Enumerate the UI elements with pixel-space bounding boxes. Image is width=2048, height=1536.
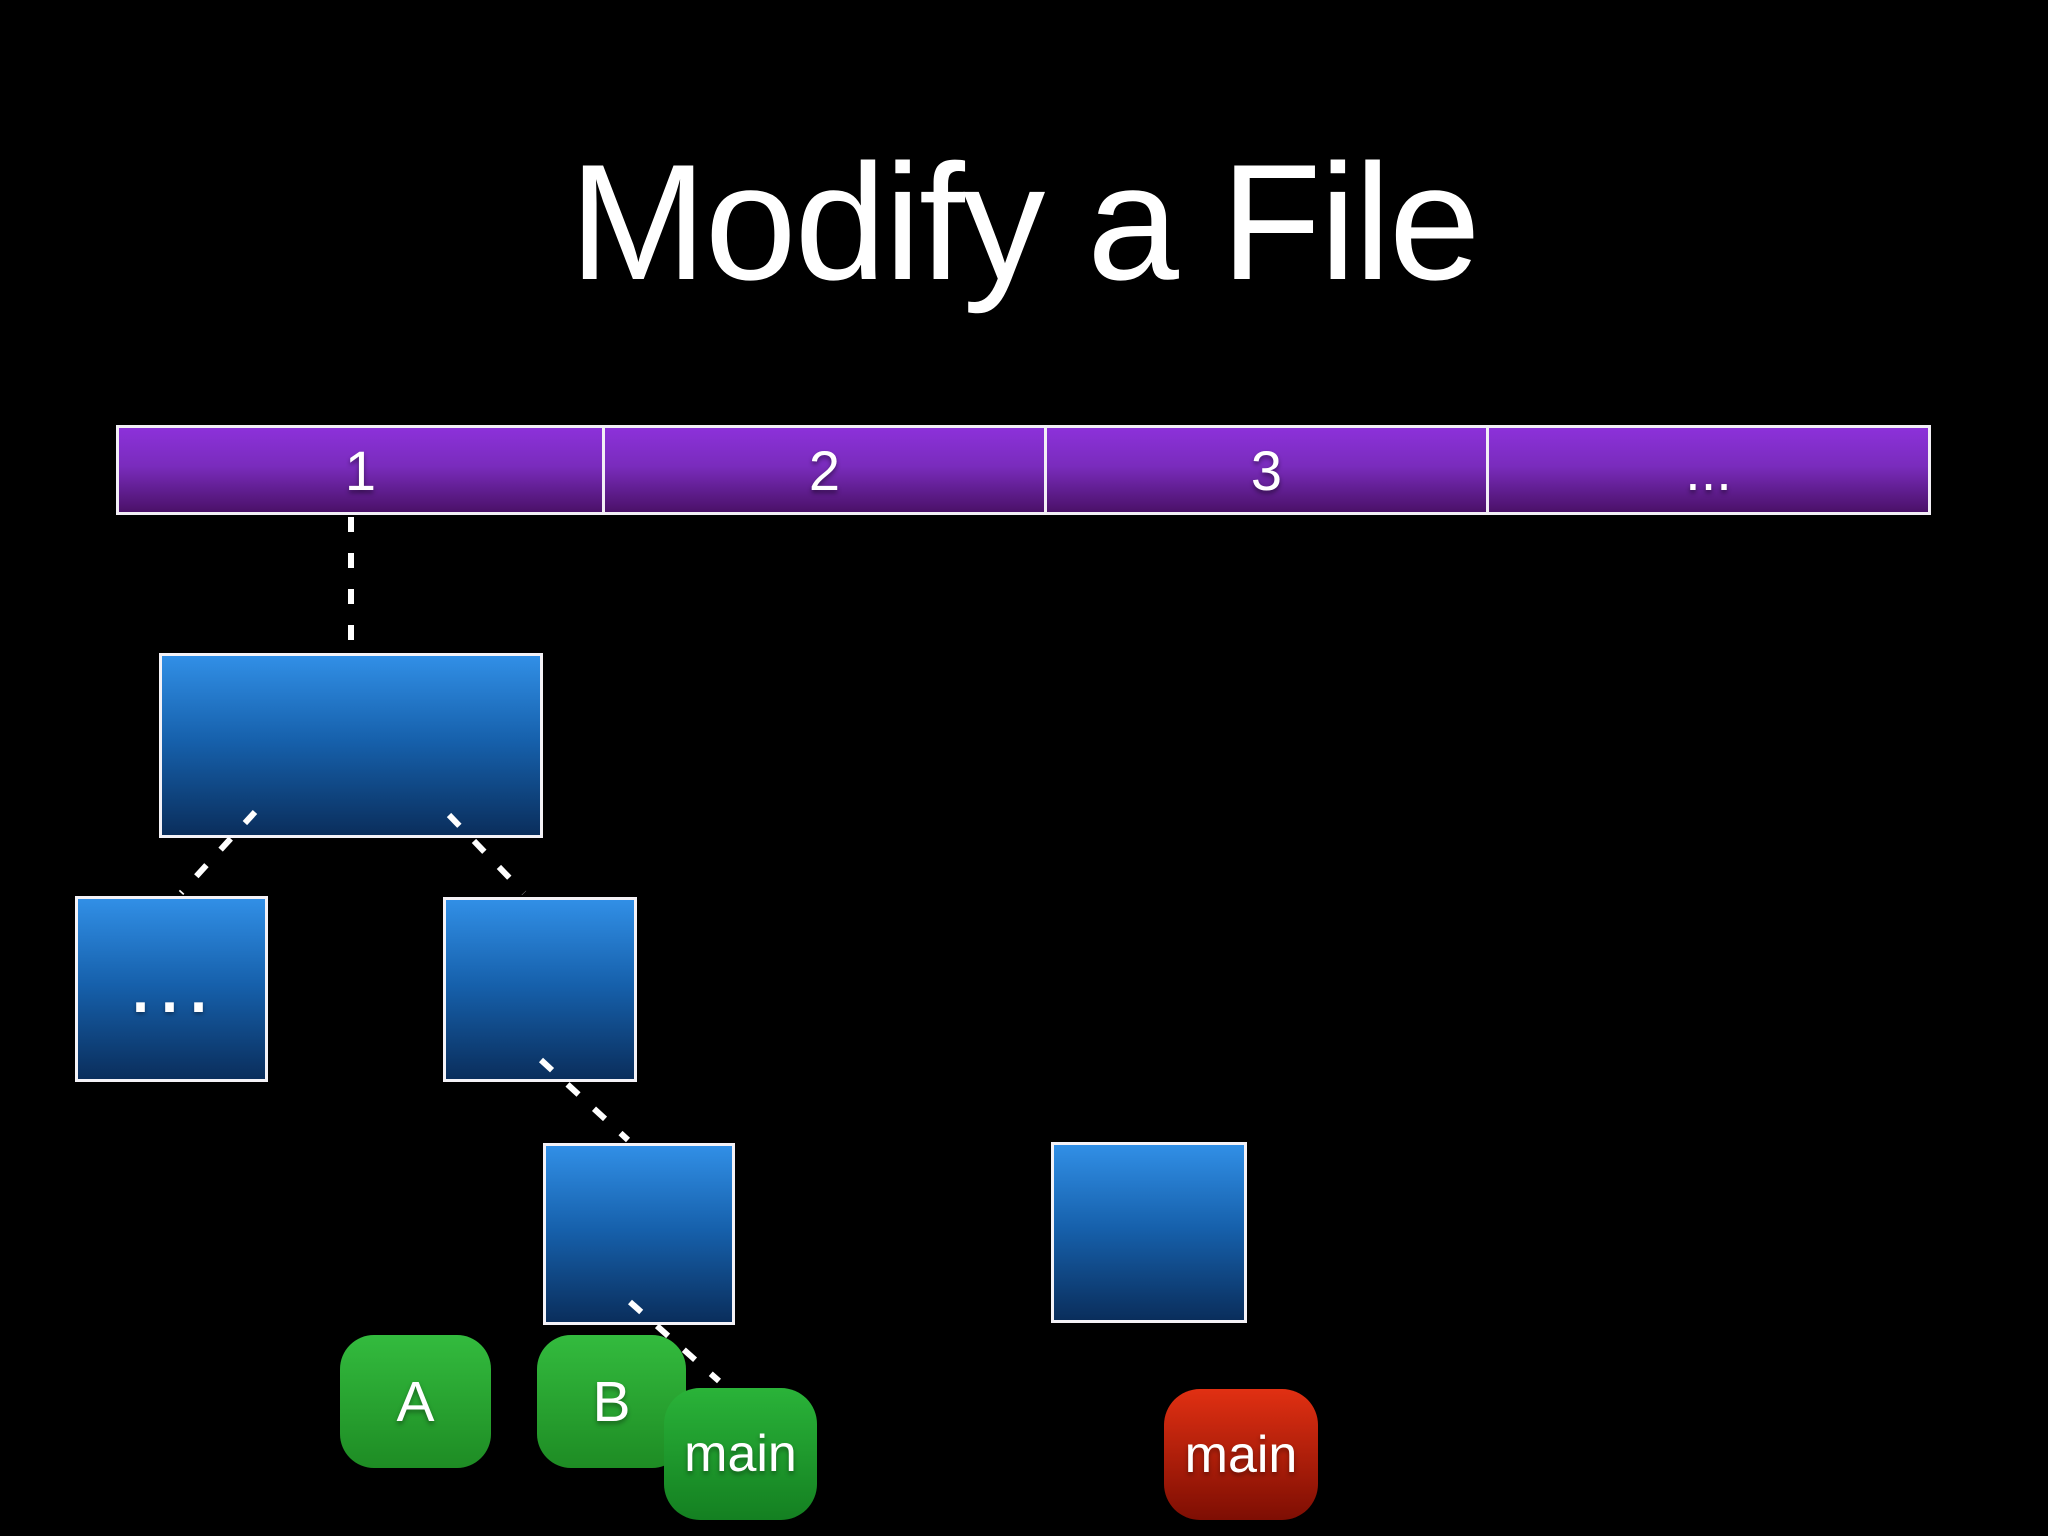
snapshot-timeline-bar: 1 2 3 ... bbox=[116, 425, 1931, 515]
tree-node-main-modified: main bbox=[1164, 1389, 1318, 1520]
timeline-segment-1: 1 bbox=[344, 438, 377, 502]
tree-app-box-right: app bbox=[1051, 1142, 1247, 1323]
tree-code-box: code bbox=[443, 897, 637, 1082]
tree-subtree-ellipsis-box: ... bbox=[75, 896, 268, 1082]
slide-title: Modify a File bbox=[569, 130, 1480, 314]
snapshot-tree-root-box: A B bbox=[159, 653, 686, 1468]
timeline-segment-ellipsis: ... bbox=[1486, 428, 1928, 512]
tree-node-main-original: main bbox=[664, 1388, 817, 1520]
tree-app-box-left: app bbox=[543, 1143, 735, 1325]
timeline-segment-2: 2 bbox=[602, 428, 1044, 512]
timeline-segment-3: 3 bbox=[1044, 428, 1486, 512]
ellipsis-label: ... bbox=[127, 932, 215, 1032]
tree-node-a: A bbox=[340, 1335, 491, 1468]
